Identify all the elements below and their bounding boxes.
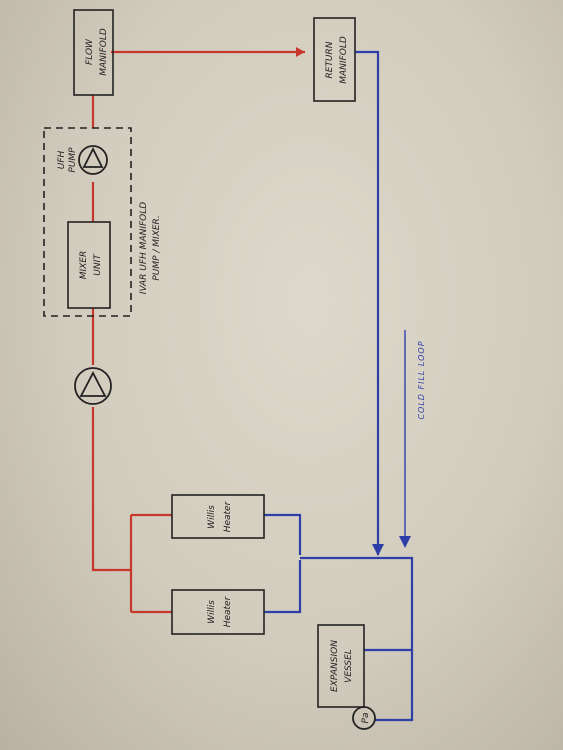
- pressure-gauge-label: Pa: [361, 713, 371, 724]
- mixer-unit-label-1: MIXER: [79, 251, 89, 280]
- flow-arrowhead: [296, 47, 305, 57]
- expansion-vessel-label-2: VESSEL: [344, 649, 354, 683]
- ufh-pump-label-2: PUMP: [68, 147, 78, 173]
- return-manifold: RETURN MANIFOLD: [313, 17, 356, 102]
- return-manifold-label-1: RETURN: [325, 41, 335, 78]
- return-arrowhead-2: [399, 536, 411, 548]
- ivar-note-line-2: PUMP / MIXER.: [152, 215, 162, 280]
- return-pipe-header: [300, 556, 414, 722]
- return-pipe-heater-1: [264, 513, 302, 555]
- heater-1: Willis Heater: [171, 494, 265, 539]
- heater-1-label-2: Heater: [223, 500, 233, 532]
- pressure-gauge: Pa: [352, 706, 376, 730]
- return-pipe-from-manifold: [355, 50, 380, 555]
- ufh-pump-label-1: UFH: [57, 151, 67, 170]
- flow-manifold: FLOW MANIFOLD: [73, 9, 114, 96]
- mixer-unit-label-2: UNIT: [93, 253, 103, 276]
- flow-manifold-label-2: MANIFOLD: [99, 28, 109, 76]
- heater-2-label-2: Heater: [223, 595, 233, 627]
- expansion-vessel-label-1: EXPANSION: [330, 640, 340, 692]
- heater-1-label-1: Willis: [207, 505, 217, 529]
- return-manifold-label-2: MANIFOLD: [339, 36, 349, 84]
- heater-2-label-1: Willis: [207, 600, 217, 624]
- circulating-pump: [74, 367, 112, 405]
- cold-fill-loop-label: COLD FILL LOOP: [417, 340, 426, 419]
- ivar-note-line-1: IVAR UFH MANIFOLD: [139, 202, 149, 294]
- flow-pipe-main: [91, 95, 131, 572]
- heater-2: Willis Heater: [171, 589, 265, 635]
- ivar-dashed-enclosure: [43, 127, 132, 317]
- mixer-unit: MIXER UNIT: [67, 221, 111, 309]
- flow-manifold-label-1: FLOW: [85, 38, 95, 65]
- return-arrowhead-1: [372, 544, 384, 556]
- cold-fill-loop-note: COLD FILL LOOP: [417, 340, 426, 419]
- ufh-pump: UFH PUMP: [57, 145, 108, 175]
- flow-pipe-heater-branch: [129, 513, 172, 614]
- expansion-vessel: EXPANSION VESSEL: [317, 624, 365, 708]
- ivar-note: IVAR UFH MANIFOLD PUMP / MIXER.: [139, 202, 162, 294]
- return-pipe-heater-2: [264, 560, 302, 614]
